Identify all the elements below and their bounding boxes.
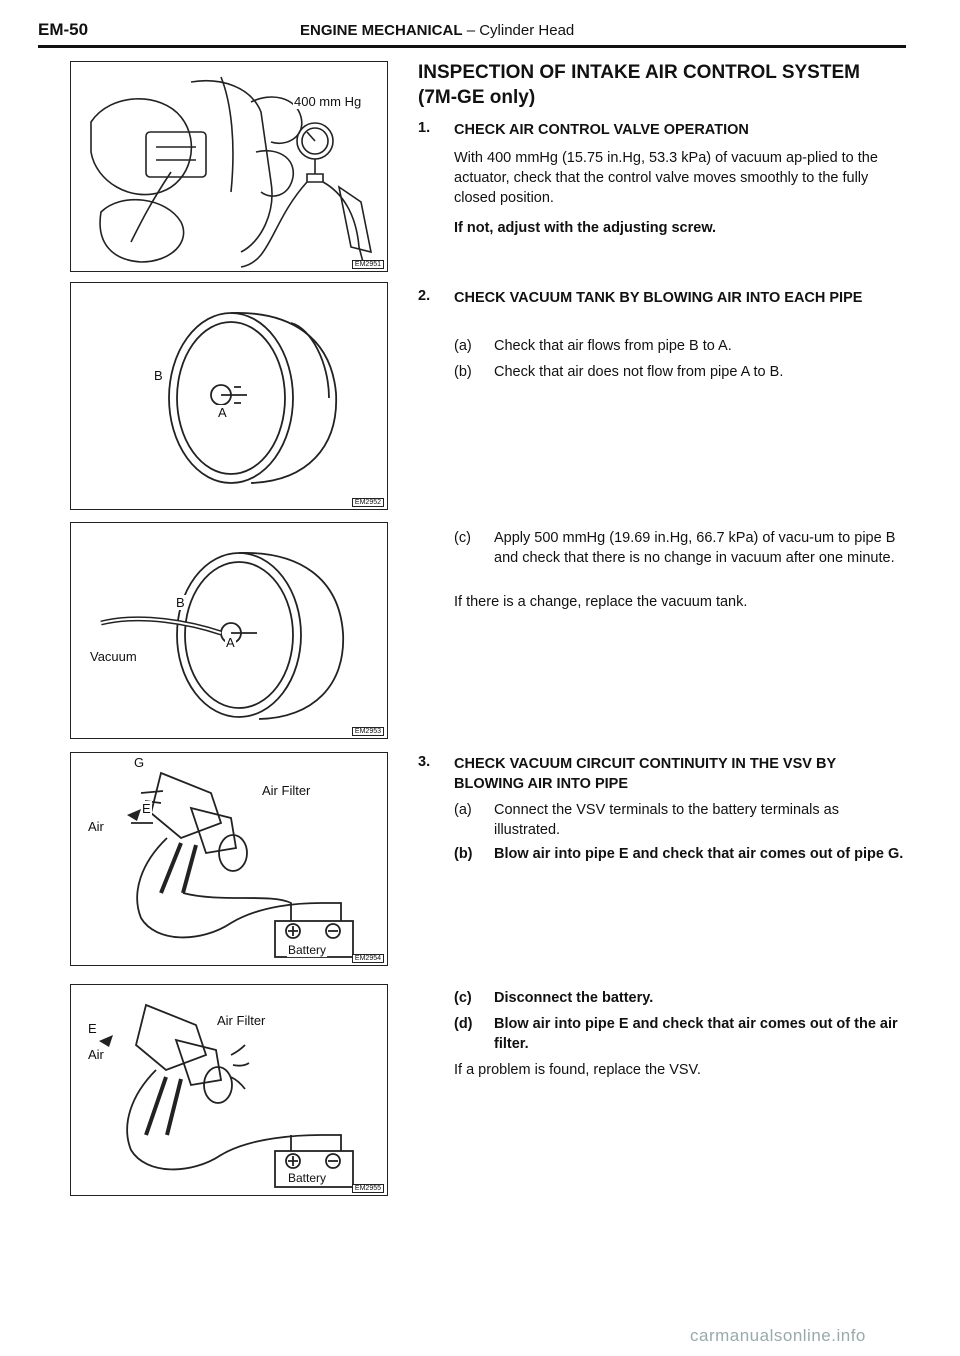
step-2-heading: CHECK VACUUM TANK BY BLOWING AIR INTO EA… (454, 290, 863, 306)
step-3-note: If a problem is found, replace the VSV. (454, 1062, 701, 1078)
gauge-label: 400 mm Hg (293, 94, 363, 109)
pipe-a-label: A (217, 405, 228, 420)
step-2-item-c: (c) Apply 500 mmHg (19.69 in.Hg, 66.7 kP… (454, 528, 904, 568)
pipe-e-label: E (87, 1021, 98, 1036)
item-text: Blow air into pipe E and check that air … (494, 846, 904, 862)
page-code: EM-50 (38, 20, 89, 39)
step-2-item-a: (a) Check that air flows from pipe B to … (454, 336, 904, 356)
page-header-title: ENGINE MECHANICAL – Cylinder Head (300, 22, 574, 39)
step-2-item-b: (b) Check that air does not flow from pi… (454, 362, 904, 382)
step-1-body: With 400 mmHg (15.75 in.Hg, 53.3 kPa) of… (454, 150, 878, 206)
step-2-note: If there is a change, replace the vacuum… (454, 594, 748, 610)
figure-vsv-disconnected: E Air Air Filter Battery EM2955 (70, 984, 388, 1196)
air-label: Air (87, 819, 105, 834)
vacuum-tank-illustration (168, 312, 337, 484)
air-filter-label: Air Filter (261, 783, 312, 798)
vsv-battery-illustration-2 (99, 1003, 354, 1188)
figure-code: EM2955 (351, 1184, 384, 1193)
figure-code: EM2954 (351, 954, 384, 963)
step-3-item-c: (c) Disconnect the battery. (454, 988, 904, 1008)
item-marker: (d) (454, 1016, 473, 1032)
item-marker: (c) (454, 990, 472, 1006)
step-3-heading: CHECK VACUUM CIRCUIT CONTINUITY IN THE V… (454, 756, 836, 792)
item-marker: (b) (454, 364, 472, 380)
subsection-name: Cylinder Head (479, 22, 575, 39)
step-3-item-b: (b) Blow air into pipe E and check that … (454, 844, 904, 864)
item-text: Check that air does not flow from pipe A… (494, 364, 784, 380)
step-1-number: 1. (418, 120, 431, 136)
section-title-line1: INSPECTION OF INTAKE AIR CONTROL SYSTEM (418, 62, 860, 83)
step-1-note: If not, adjust with the adjusting screw. (454, 220, 717, 236)
step-3-item-a: (a) Connect the VSV terminals to the bat… (454, 800, 904, 840)
item-text: Connect the VSV terminals to the battery… (494, 802, 839, 838)
item-text: Blow air into pipe E and check that air … (494, 1016, 898, 1052)
pipe-a-label: A (225, 635, 236, 650)
figure-vsv-energized: G E Air Air Filter Battery EM2954 (70, 752, 388, 966)
air-filter-label: Air Filter (216, 1013, 267, 1028)
battery-label: Battery (287, 943, 328, 957)
item-marker: (c) (454, 530, 471, 546)
air-label: Air (87, 1047, 105, 1062)
section-name: ENGINE MECHANICAL (300, 22, 463, 39)
step-3-item-d: (d) Blow air into pipe E and check that … (454, 1014, 904, 1054)
vacuum-tank-hose-illustration (100, 552, 344, 720)
pipe-e-label: E (141, 801, 152, 816)
vacuum-label: Vacuum (89, 649, 138, 664)
figure-code: EM2953 (351, 727, 384, 736)
step-1-heading: CHECK AIR CONTROL VALVE OPERATION (454, 122, 749, 138)
header-dash: – (466, 22, 476, 39)
item-marker: (a) (454, 338, 472, 354)
figure-vacuum-tank-test: B A Vacuum EM2953 (70, 522, 388, 739)
figure-code: EM2951 (351, 260, 384, 269)
section-title-line2: (7M-GE only) (418, 87, 536, 108)
item-text: Apply 500 mmHg (19.69 in.Hg, 66.7 kPa) o… (494, 530, 896, 566)
item-marker: (a) (454, 802, 472, 818)
battery-label: Battery (287, 1171, 328, 1185)
item-text: Disconnect the battery. (494, 990, 654, 1006)
figure-air-control-valve: 400 mm Hg EM2951 (70, 61, 388, 272)
item-text: Check that air flows from pipe B to A. (494, 338, 732, 354)
header-rule (38, 45, 906, 48)
item-marker: (b) (454, 846, 473, 862)
step-2-number: 2. (418, 288, 431, 304)
figure-vacuum-tank: B A EM2952 (70, 282, 388, 510)
pipe-g-label: G (133, 755, 146, 770)
section-title: INSPECTION OF INTAKE AIR CONTROL SYSTEM … (418, 60, 908, 110)
pipe-b-label: B (175, 595, 186, 610)
figure-code: EM2952 (351, 498, 384, 507)
step-3-number: 3. (418, 754, 431, 770)
intake-gauge-illustration (90, 76, 373, 268)
site-watermark: carmanualsonline.info (690, 1326, 866, 1345)
pipe-b-label: B (153, 368, 164, 383)
vsv-battery-illustration-1 (127, 771, 354, 958)
